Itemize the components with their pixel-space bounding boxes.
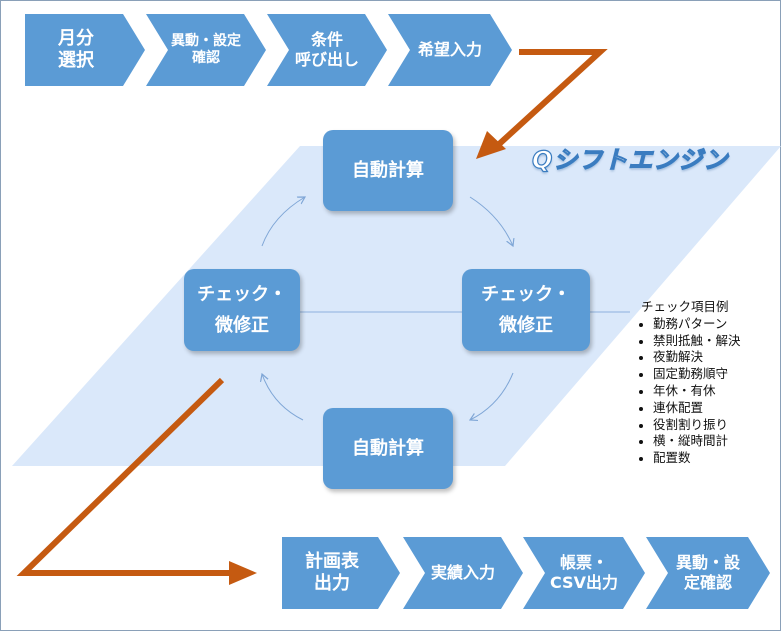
arrow-head-bottom-flow [229, 561, 257, 585]
check-item: 夜勤解決 [636, 349, 741, 366]
step-plan-output: 計画表 出力 [282, 537, 400, 609]
cycle-arrow-right-bottom [470, 372, 514, 420]
arrow-engine-to-bottom-flow [16, 377, 232, 576]
check-item: 禁則抵触・解決 [636, 333, 741, 350]
check-item: 役割割り振り [636, 417, 741, 434]
cycle-node-auto-calc-bottom: 自動計算 [323, 408, 453, 489]
cycle-arrow-top-right [469, 196, 513, 246]
check-item: 横・縦時間計 [636, 433, 741, 450]
check-item: 勤務パターン [636, 316, 741, 333]
arrow-head-engine [476, 131, 506, 159]
arrow-top-flow-to-engine [494, 49, 608, 149]
check-item: 年休・有休 [636, 383, 741, 400]
engine-plane [12, 146, 781, 466]
check-item: 連休配置 [636, 400, 741, 417]
check-items-list: チェック項目例 勤務パターン 禁則抵触・解決 夜勤解決 固定勤務順守 年休・有休… [636, 299, 741, 467]
cycle-arrow-bottom-left [262, 374, 304, 421]
check-item: 配置数 [636, 450, 741, 467]
cycle-node-auto-calc-top: 自動計算 [323, 130, 453, 211]
cycle-node-check-adjust-left: チェック・ 微修正 [184, 269, 300, 351]
step-month-select: 月分 選択 [25, 14, 145, 86]
check-items-title: チェック項目例 [641, 299, 729, 314]
cycle-node-check-adjust-right: チェック・ 微修正 [462, 269, 590, 351]
engine-title: Qシフトエンジン [531, 145, 729, 174]
cycle-arrow-left-top [261, 197, 305, 247]
check-item: 固定勤務順守 [636, 366, 741, 383]
